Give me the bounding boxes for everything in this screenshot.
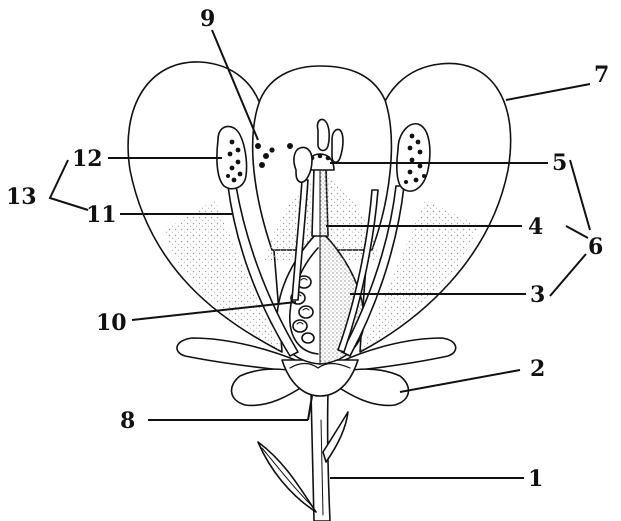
- label-12: 12: [72, 146, 103, 172]
- label-11: 11: [86, 202, 117, 228]
- label-7: 7: [594, 62, 609, 88]
- label-4: 4: [528, 214, 543, 240]
- label-5: 5: [552, 150, 567, 176]
- leader-7: [506, 84, 590, 100]
- label-9: 9: [200, 6, 215, 32]
- label-8: 8: [120, 408, 135, 434]
- leader-2: [400, 370, 520, 392]
- label-6: 6: [588, 234, 603, 260]
- label-13: 13: [6, 184, 37, 210]
- leaf: [258, 442, 316, 512]
- label-10: 10: [96, 310, 127, 336]
- label-3: 3: [530, 282, 545, 308]
- label-2: 2: [530, 356, 545, 382]
- label-1: 1: [528, 466, 543, 492]
- bracket-6: [550, 160, 590, 296]
